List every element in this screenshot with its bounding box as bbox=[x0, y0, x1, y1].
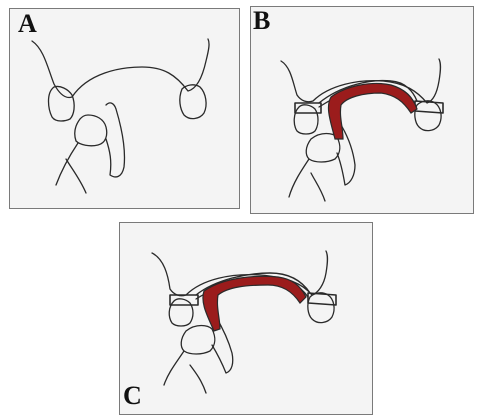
panel-b: B bbox=[250, 6, 474, 214]
right-molar bbox=[415, 101, 441, 131]
left-molar bbox=[49, 86, 75, 121]
palate-outline bbox=[281, 59, 441, 103]
lower-tooth bbox=[181, 326, 215, 355]
left-molar bbox=[294, 105, 318, 134]
panel-b-label: B bbox=[253, 8, 270, 34]
panel-b-drawing bbox=[251, 7, 474, 214]
left-molar bbox=[169, 299, 193, 326]
panel-a: A bbox=[9, 8, 240, 209]
appliance-bar bbox=[328, 84, 417, 140]
lower-tooth bbox=[75, 115, 107, 146]
lower-root-left bbox=[289, 159, 309, 197]
lower-gum bbox=[190, 365, 206, 393]
panel-a-label: A bbox=[18, 11, 37, 37]
lower-gum bbox=[66, 159, 86, 193]
panel-c: C bbox=[119, 222, 373, 415]
lower-root-left bbox=[56, 143, 78, 185]
panel-c-drawing bbox=[120, 223, 373, 415]
right-molar bbox=[308, 293, 334, 323]
panel-c-label: C bbox=[123, 383, 142, 409]
lower-root-right bbox=[106, 103, 125, 177]
lower-root-left bbox=[164, 351, 184, 385]
panel-a-drawing bbox=[10, 9, 240, 209]
lower-gum bbox=[311, 173, 325, 201]
appliance-bar bbox=[203, 276, 306, 331]
right-molar bbox=[180, 85, 206, 119]
